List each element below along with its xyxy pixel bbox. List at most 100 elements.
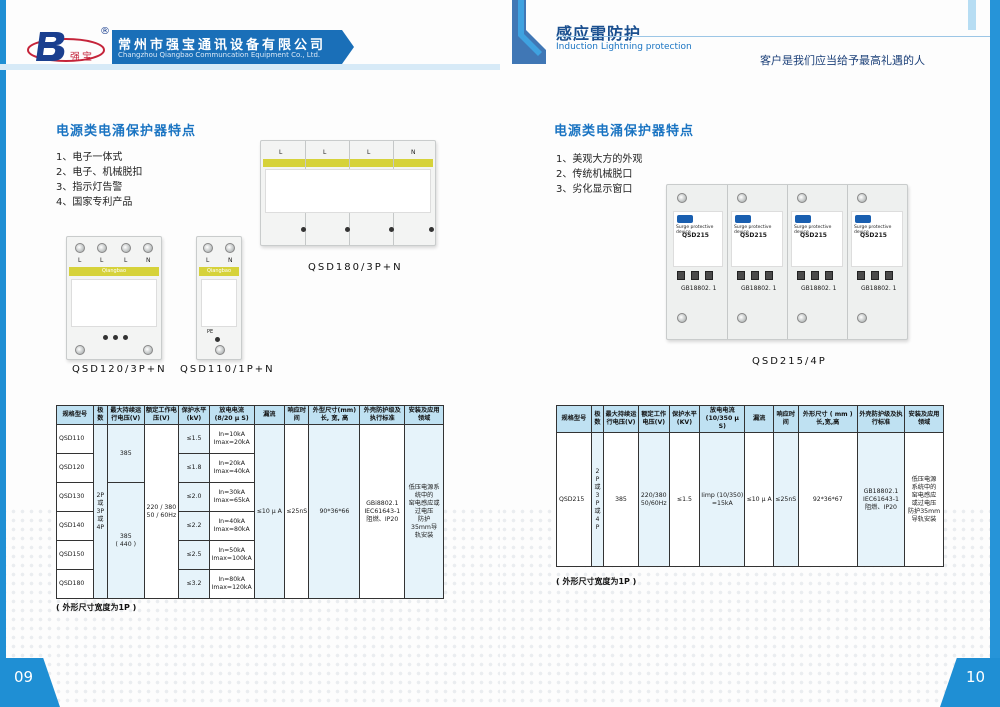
table-header-cell: 额定工作电压(V) bbox=[637, 405, 670, 433]
caption-qsd180: QSD180/3P+N bbox=[308, 262, 403, 273]
leakage-cell: ≤10 μ A bbox=[744, 432, 774, 567]
terminal-label: L bbox=[100, 257, 104, 264]
section-title: 电源类电涌保护器特点 bbox=[554, 124, 695, 139]
table-row: QSD180 ≤3.2 In=80kA Imax=120kA bbox=[56, 569, 444, 599]
table-header-cell: 极数 bbox=[92, 405, 108, 425]
terminal-screw bbox=[857, 193, 867, 203]
caption-qsd215: QSD215/4P bbox=[752, 356, 827, 367]
brand-logo-icon bbox=[735, 215, 751, 223]
application-cell: 低压电源 系统中的 窑电感应 或过电压 防护35mm 导轨安装 bbox=[904, 432, 944, 567]
table-header-row: 规格型号 极数 最大持续运行电压(V) 额定工作电压(V) 保护水平(kV) 放… bbox=[56, 405, 444, 425]
model-cell: QSD215 bbox=[556, 432, 592, 567]
terminal-screw bbox=[97, 243, 107, 253]
size-cell: 92*36*67 bbox=[797, 432, 858, 567]
device-name-text: Surge protective device bbox=[676, 225, 714, 235]
module-divider bbox=[847, 185, 848, 339]
discharge-cell: In=20kA Imax=40kA bbox=[208, 453, 255, 483]
status-window bbox=[871, 271, 879, 280]
application-cell: 低压电源系统中的 窑电感应或过电压 防护 35mm导 轨安装 bbox=[404, 424, 444, 599]
terminal-label: L bbox=[124, 257, 128, 264]
module-divider bbox=[787, 185, 788, 339]
table-header-cell: 漏流 bbox=[253, 405, 286, 425]
standard-text: GB18802. 1 bbox=[741, 285, 777, 292]
device-name-text: Surge protective device bbox=[854, 225, 892, 235]
protection-cell: ≤2.0 bbox=[178, 482, 210, 512]
table-header-row: 规格型号 极数 最大持续运行电压(V) 额定工作电压(V) 保护水平(KV) 放… bbox=[556, 405, 944, 433]
response-cell: ≤25nS bbox=[284, 424, 310, 599]
model-cell: QSD150 bbox=[56, 540, 94, 570]
table-header-cell: 保护水平(kV) bbox=[178, 405, 210, 425]
discharge-cell: In=40kA Imax=80kA bbox=[208, 511, 255, 541]
table-note: ( 外形尺寸宽度为1P ) bbox=[56, 603, 137, 612]
terminal-label: N bbox=[146, 257, 151, 264]
module-label: Surge protective device QSD215 bbox=[851, 211, 903, 267]
left-page: ® 强宝 常州市强宝通讯设备有限公司 Changzhou Qiangbao Co… bbox=[0, 0, 500, 707]
status-window bbox=[691, 271, 699, 280]
terminal-label: L bbox=[279, 149, 283, 156]
poles-cell: 2 P 或 3 P 或 4 P bbox=[590, 432, 605, 567]
table-header-cell: 规格型号 bbox=[56, 405, 94, 425]
terminal-screw bbox=[75, 243, 85, 253]
table-header-cell: 响应时间 bbox=[772, 405, 799, 433]
terminal-screw bbox=[797, 193, 807, 203]
model-cell: QSD140 bbox=[56, 511, 94, 541]
device-qsd180: L L L N bbox=[260, 140, 436, 246]
right-page-title: 感应雷防护 bbox=[556, 24, 642, 43]
table-row: QSD215 2 P 或 3 P 或 4 P 385 220/380 50/60… bbox=[556, 432, 944, 567]
table-row: QSD130 385 ( 440 ) ≤2.0 In=30kA Imax=65k… bbox=[56, 482, 444, 599]
rated-voltage-cell: 220/380 50/60Hz bbox=[637, 432, 670, 567]
indicator-light bbox=[389, 227, 394, 232]
standard-cell: GB18802.1 IEC61643-1 阻燃、IP20 bbox=[856, 432, 906, 567]
terminal-label: L bbox=[367, 149, 371, 156]
indicator-light bbox=[345, 227, 350, 232]
discharge-cell: In=80kA Imax=120kA bbox=[208, 569, 255, 599]
max-voltage-cell: 385 ( 440 ) bbox=[106, 482, 145, 599]
feature-item: 1、电子一体式 bbox=[56, 152, 123, 163]
company-logo bbox=[27, 32, 105, 62]
terminal-screw bbox=[797, 313, 807, 323]
feature-list: 1、电子一体式 2、电子、机械脱扣 3、指示灯告警 4、国家专利产品 bbox=[56, 150, 142, 210]
terminal-screw bbox=[143, 243, 153, 253]
page-number: 09 bbox=[14, 668, 34, 686]
terminal-screw bbox=[75, 345, 85, 355]
table-header-cell: 放电电流(10/350 μ S) bbox=[699, 405, 746, 433]
status-window bbox=[705, 271, 713, 280]
table-row: QSD110 2P 或 3P 或 4P 385 220 / 380 50 / 6… bbox=[56, 424, 444, 599]
header-arrow-icon bbox=[512, 0, 546, 64]
module-label: Surge protective device QSD215 bbox=[673, 211, 723, 267]
discharge-cell: In=10kA Imax=20kA bbox=[208, 424, 255, 454]
discharge-cell: In=30kA Imax=65kA bbox=[208, 482, 255, 512]
table-header-cell: 漏流 bbox=[744, 405, 774, 433]
protection-cell: ≤2.5 bbox=[178, 540, 210, 570]
model-cell: QSD120 bbox=[56, 453, 94, 483]
terminal-screw bbox=[203, 243, 213, 253]
indicator-light bbox=[103, 335, 108, 340]
leakage-cell: ≤10 μ A bbox=[253, 424, 286, 599]
pe-label: PE bbox=[207, 329, 214, 335]
model-text: QSD215 bbox=[860, 232, 887, 239]
discharge-cell: Iimp (10/350) =15kA bbox=[699, 432, 746, 567]
module-label: Surge protective device QSD215 bbox=[791, 211, 843, 267]
terminal-screw bbox=[143, 345, 153, 355]
standard-text: GB18802. 1 bbox=[681, 285, 717, 292]
indicator-light bbox=[123, 335, 128, 340]
max-voltage-cell: 385 bbox=[106, 424, 145, 483]
caption-qsd110: QSD110/1P+N bbox=[180, 364, 275, 375]
right-page bbox=[500, 0, 1000, 707]
terminal-screw bbox=[737, 313, 747, 323]
feature-item: 2、电子、机械脱扣 bbox=[56, 167, 143, 178]
terminal-label: N bbox=[411, 149, 416, 156]
terminal-label: N bbox=[228, 257, 233, 264]
device-label-area bbox=[201, 279, 237, 327]
terminal-screw bbox=[677, 193, 687, 203]
table-header-cell: 最大持续运行电压(V) bbox=[603, 405, 639, 433]
protection-cell: ≤3.2 bbox=[178, 569, 210, 599]
header-band bbox=[112, 30, 332, 64]
max-voltage-cell: 385 bbox=[603, 432, 639, 567]
indicator-light bbox=[215, 337, 220, 342]
status-window bbox=[797, 271, 805, 280]
terminal-label: L bbox=[323, 149, 327, 156]
table-header-cell: 安装及应用领域 bbox=[904, 405, 944, 433]
terminal-label: L bbox=[78, 257, 82, 264]
status-window bbox=[677, 271, 685, 280]
